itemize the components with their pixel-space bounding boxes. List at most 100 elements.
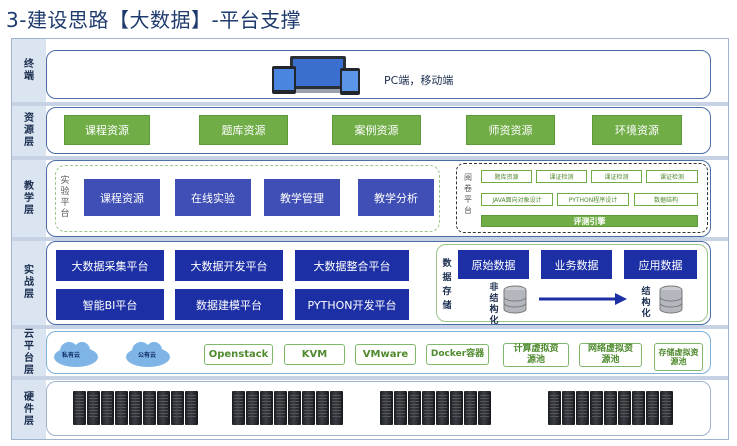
page-title: 3-建设思路【大数据】-平台支撑 bbox=[6, 8, 302, 32]
server-rack-icon bbox=[632, 391, 645, 425]
server-rack-icon bbox=[380, 391, 393, 425]
exam-platform-label: 阅卷平台 bbox=[464, 173, 472, 215]
server-rack-icon bbox=[436, 391, 449, 425]
server-rack-icon bbox=[478, 391, 491, 425]
exam-item: 题库资源 bbox=[481, 170, 532, 183]
exam-item: 课证检测 bbox=[646, 170, 698, 183]
pool-compute: 计算虚拟资源池 bbox=[503, 343, 569, 367]
exam-item: 数据结构 bbox=[634, 193, 698, 206]
database-icon bbox=[503, 285, 527, 314]
server-rack-icon bbox=[548, 391, 561, 425]
server-rack-icon bbox=[408, 391, 421, 425]
platform-bigdata-integration: 大数据整合平台 bbox=[295, 250, 409, 281]
lab-item-teaching-analysis: 教学分析 bbox=[358, 179, 434, 216]
lab-item-teaching-management: 教学管理 bbox=[264, 179, 340, 216]
layer-divider bbox=[12, 376, 728, 380]
tech-docker: Docker容器 bbox=[426, 344, 489, 365]
server-rack-icon bbox=[260, 391, 273, 425]
server-rack-icon bbox=[185, 391, 198, 425]
storage-application-data: 应用数据 bbox=[624, 250, 697, 279]
server-rack-icon bbox=[129, 391, 142, 425]
server-rack-icon bbox=[562, 391, 575, 425]
public-cloud-icon bbox=[126, 342, 170, 367]
resource-question-bank: 题库资源 bbox=[199, 115, 288, 145]
server-rack-icon bbox=[464, 391, 477, 425]
arrow-icon bbox=[539, 293, 627, 305]
layer-divider bbox=[12, 102, 728, 106]
resource-teachers: 师资资源 bbox=[466, 115, 555, 145]
server-rack-icon bbox=[590, 391, 603, 425]
server-rack-icon bbox=[274, 391, 287, 425]
exam-item: PYTHON程序设计 bbox=[557, 193, 629, 206]
lab-item-course: 课程资源 bbox=[84, 179, 160, 216]
lab-platform-label: 实验平台 bbox=[60, 176, 70, 219]
devices-label: PC端，移动端 bbox=[384, 74, 454, 87]
server-rack-icon bbox=[73, 391, 86, 425]
platform-data-modeling: 数据建模平台 bbox=[175, 289, 283, 320]
exam-platform-panel bbox=[456, 163, 708, 233]
public-cloud-label: 公有云 bbox=[138, 352, 157, 359]
exam-engine: 评测引擎 bbox=[481, 215, 698, 227]
data-storage-panel bbox=[436, 244, 708, 322]
lab-item-online-experiment: 在线实验 bbox=[175, 179, 251, 216]
server-rack-icon bbox=[576, 391, 589, 425]
data-storage-label: 数据存储 bbox=[442, 259, 452, 311]
private-cloud-label: 私有云 bbox=[62, 352, 81, 359]
lab-platform-panel bbox=[55, 165, 440, 232]
layer-label-cell: 实战层 bbox=[12, 241, 46, 325]
server-rack-icon bbox=[101, 391, 114, 425]
server-rack-icon bbox=[246, 391, 259, 425]
server-rack-icon bbox=[330, 391, 343, 425]
practice-layer-label: 实战层 bbox=[24, 265, 34, 300]
pool-network: 网络虚拟资源池 bbox=[579, 343, 642, 367]
server-rack-icon bbox=[394, 391, 407, 425]
server-rack-icon bbox=[232, 391, 245, 425]
server-rack-group bbox=[380, 391, 491, 425]
database-icon bbox=[659, 285, 683, 314]
tech-openstack: Openstack bbox=[204, 344, 273, 365]
layer-label-cell: 云平台层 bbox=[12, 329, 46, 376]
server-rack-icon bbox=[171, 391, 184, 425]
server-rack-icon bbox=[646, 391, 659, 425]
server-rack-icon bbox=[302, 391, 315, 425]
private-cloud-icon bbox=[54, 342, 98, 367]
tech-kvm: KVM bbox=[284, 344, 345, 365]
terminal-layer-label: 终端 bbox=[24, 58, 34, 82]
hardware-layer-label: 硬件层 bbox=[24, 391, 34, 427]
layer-label-cell: 资源层 bbox=[12, 106, 46, 156]
layer-divider bbox=[12, 237, 728, 241]
storage-business-data: 业务数据 bbox=[541, 250, 612, 279]
structured-label: 结构化 bbox=[641, 287, 651, 319]
resource-course: 课程资源 bbox=[64, 115, 150, 145]
layer-label-cell: 硬件层 bbox=[12, 380, 46, 439]
exam-item: 课证检测 bbox=[591, 170, 642, 183]
platform-smart-bi: 智能BI平台 bbox=[56, 289, 164, 320]
devices-icon bbox=[272, 56, 360, 95]
layer-divider bbox=[12, 325, 728, 329]
platform-python-development: PYTHON开发平台 bbox=[295, 289, 409, 320]
platform-bigdata-development: 大数据开发平台 bbox=[175, 250, 283, 281]
terminal-panel bbox=[46, 50, 711, 99]
server-rack-icon bbox=[115, 391, 128, 425]
server-rack-icon bbox=[618, 391, 631, 425]
server-rack-icon bbox=[422, 391, 435, 425]
platform-bigdata-collection: 大数据采集平台 bbox=[56, 250, 164, 281]
server-rack-icon bbox=[157, 391, 170, 425]
exam-item: 课证检测 bbox=[536, 170, 587, 183]
server-rack-icon bbox=[450, 391, 463, 425]
exam-item: JAVA面向对象设计 bbox=[481, 193, 553, 206]
server-rack-icon bbox=[288, 391, 301, 425]
server-rack-icon bbox=[604, 391, 617, 425]
layer-label-cell: 教学层 bbox=[12, 160, 46, 237]
cloud-layer-label: 云平台层 bbox=[24, 328, 34, 376]
server-rack-icon bbox=[143, 391, 156, 425]
unstructured-label: 非结构化 bbox=[489, 283, 499, 326]
pool-storage: 存储虚拟资源池 bbox=[654, 343, 703, 371]
server-rack-icon bbox=[660, 391, 673, 425]
resource-environment: 环境资源 bbox=[592, 115, 682, 145]
layer-divider bbox=[12, 156, 728, 160]
server-rack-group bbox=[548, 391, 673, 425]
tech-vmware: VMware bbox=[355, 344, 416, 365]
server-rack-icon bbox=[316, 391, 329, 425]
server-rack-group bbox=[73, 391, 198, 425]
